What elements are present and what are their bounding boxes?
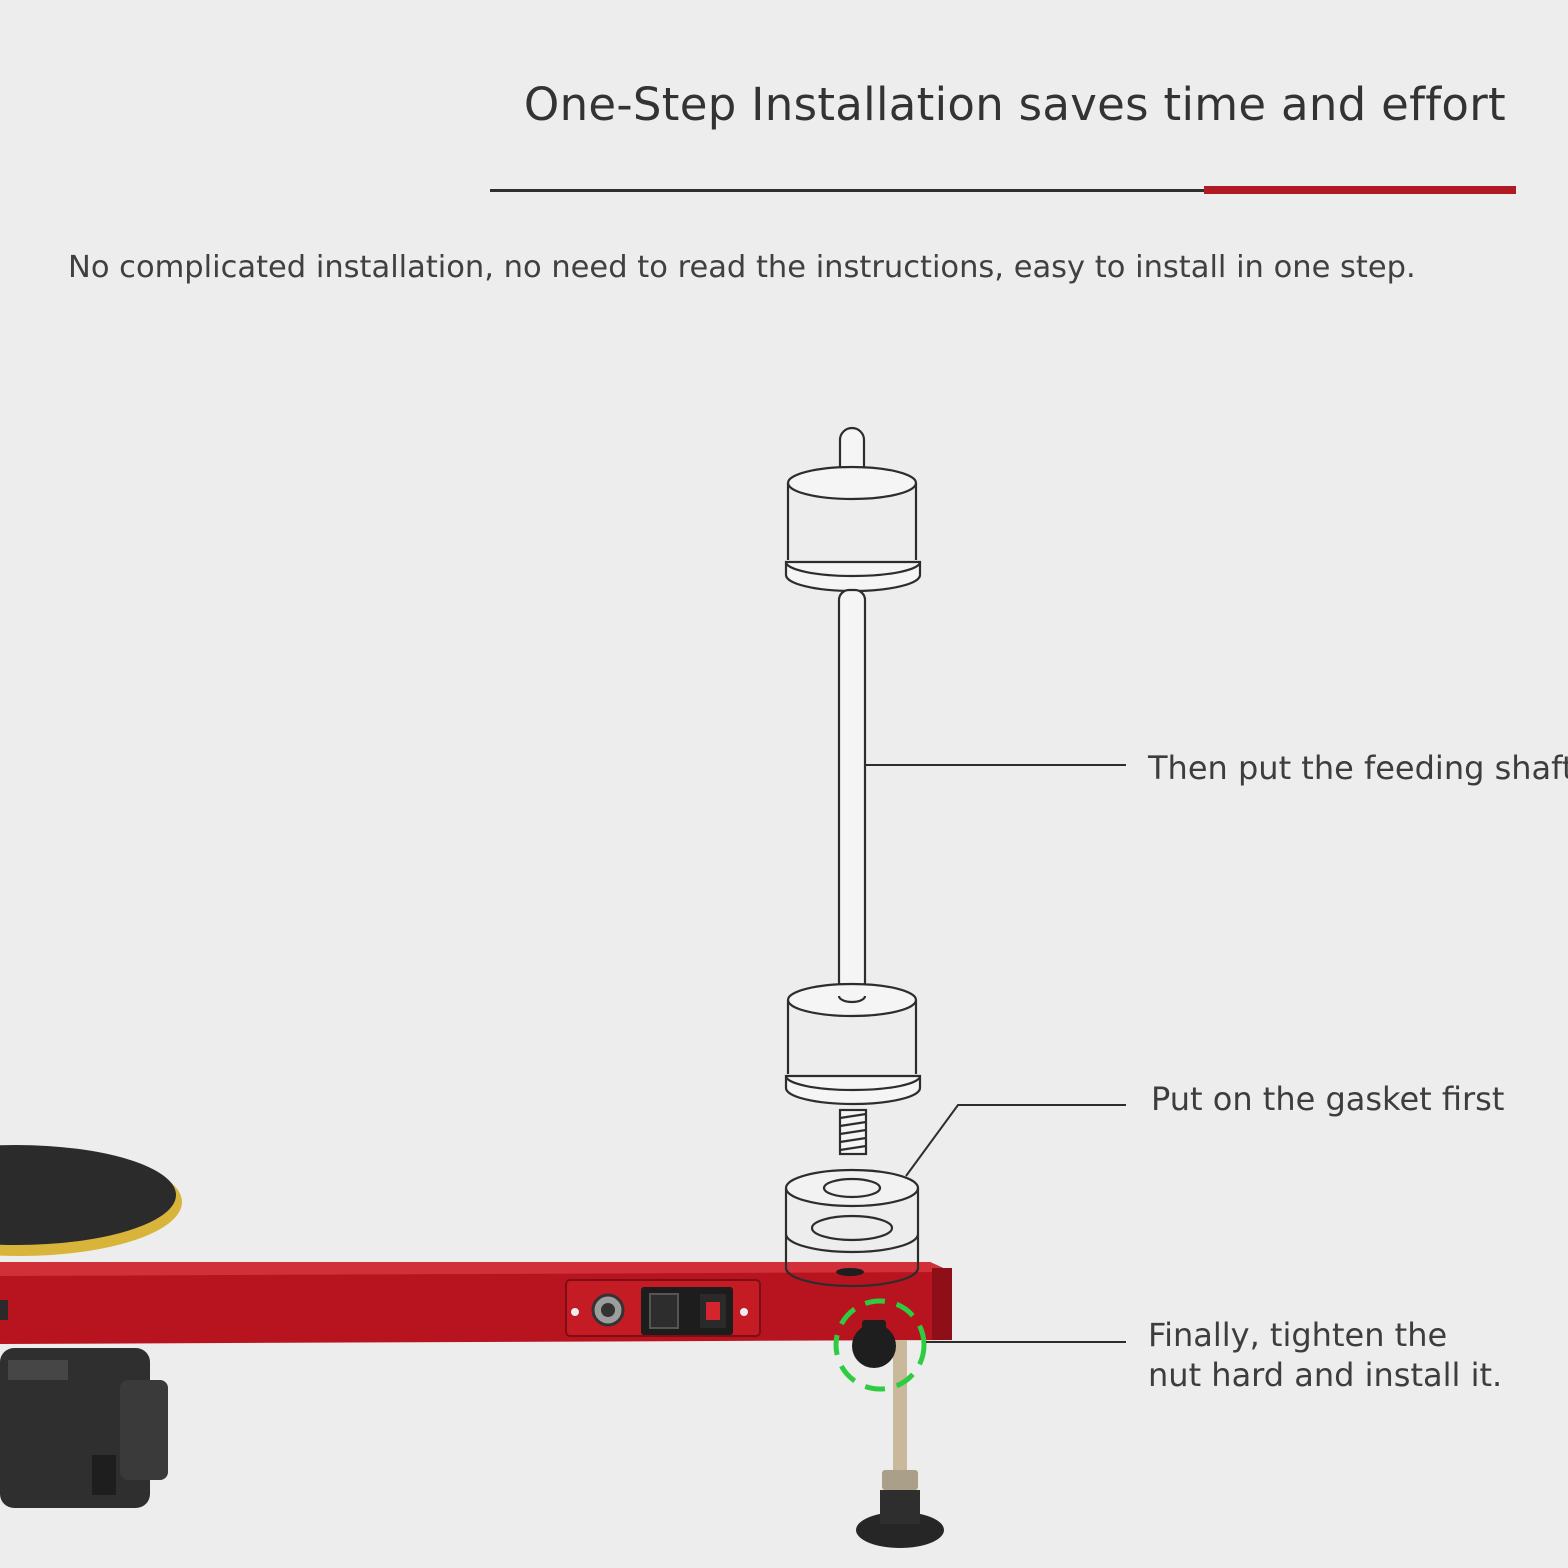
gasket <box>784 1168 920 1288</box>
callout-gasket: Put on the gasket first <box>1151 1080 1505 1118</box>
leveling-foot <box>856 1340 944 1548</box>
tightening-nut <box>852 1320 896 1368</box>
base-frame-arm <box>0 1262 952 1344</box>
nut-highlight-ring <box>833 1298 927 1392</box>
callout-nut-line1: Finally, tighten the <box>1148 1316 1448 1354</box>
leader-line-gasket <box>905 1104 1126 1177</box>
turntable-disc <box>0 1145 182 1256</box>
motor-unit <box>0 1348 168 1508</box>
page-subtitle: No complicated installation, no need to … <box>68 250 1416 285</box>
title-divider-red <box>1204 186 1516 194</box>
page-title: One-Step Installation saves time and eff… <box>523 78 1506 131</box>
title-divider-gray <box>490 189 1204 192</box>
callout-feeding-shaft: Then put the feeding shaft <box>1148 749 1568 787</box>
callout-nut: Finally, tighten the nut hard and instal… <box>1148 1315 1502 1395</box>
mount-hole <box>836 1268 864 1276</box>
feeding-shaft <box>784 426 922 1156</box>
callout-nut-line2: nut hard and install it. <box>1148 1356 1503 1394</box>
control-panel <box>565 1279 761 1337</box>
